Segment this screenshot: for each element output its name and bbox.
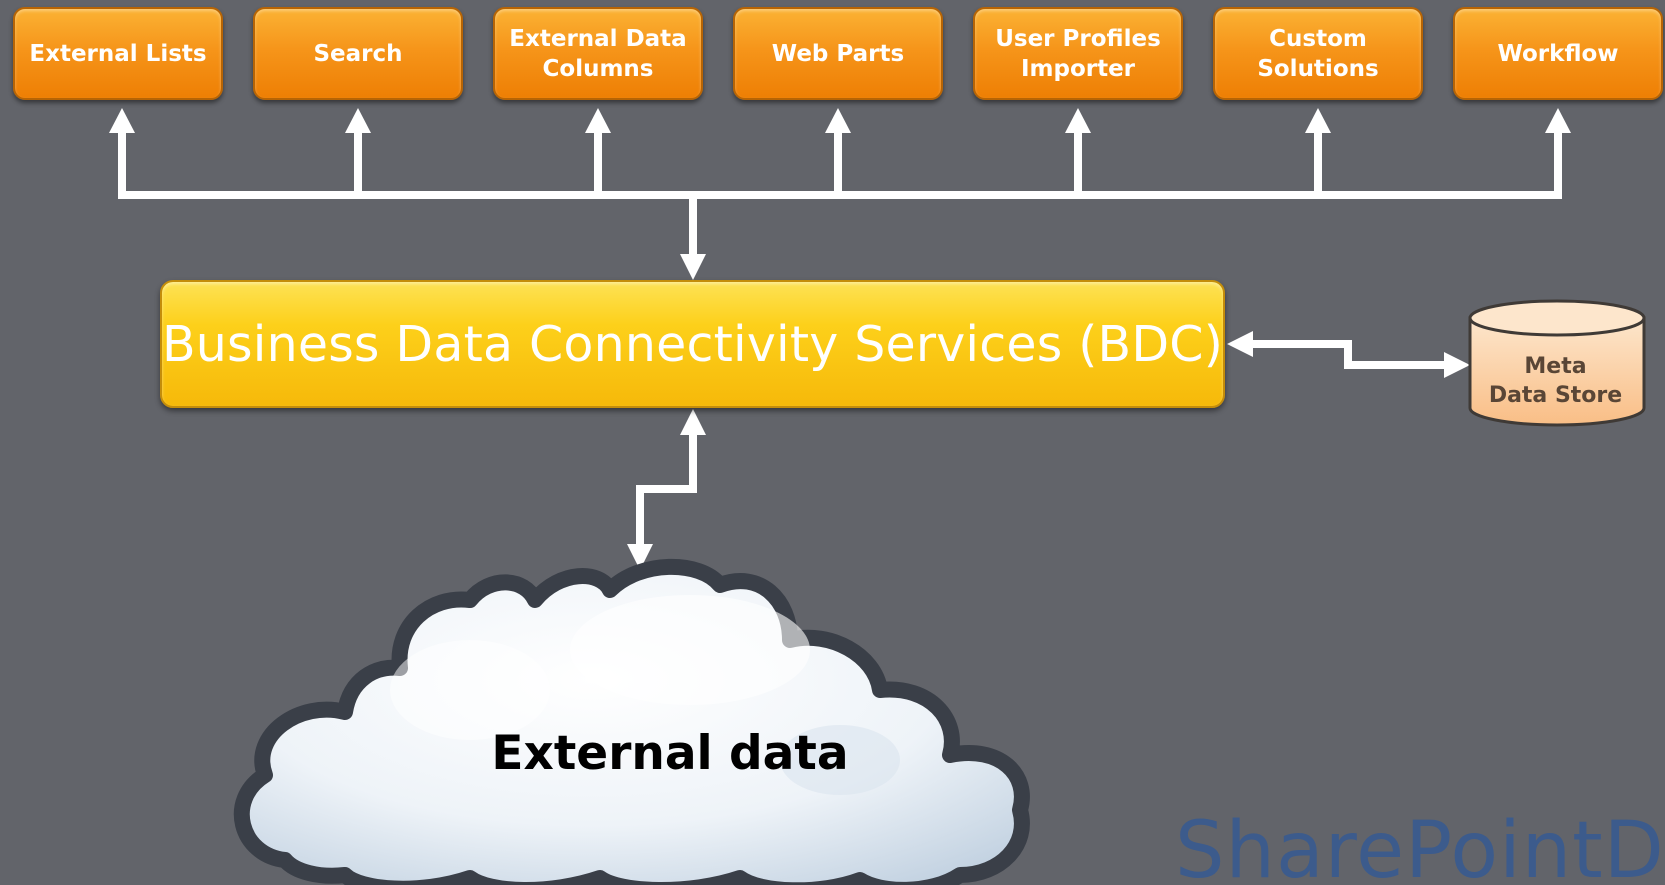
consumer-external-data-columns[interactable]: External Data Columns	[493, 7, 703, 100]
bdc-store-connector	[1250, 340, 1446, 369]
bdc-service-box: Business Data Connectivity Services (BDC…	[160, 280, 1225, 408]
consumer-workflow[interactable]: Workflow	[1453, 7, 1663, 100]
arrowhead-bus-to-bdc	[680, 254, 706, 280]
arrowhead-to-bdc	[1227, 331, 1253, 357]
arrowhead-external-data-columns	[585, 108, 611, 133]
external-data-label: External data	[491, 726, 849, 781]
consumer-external-lists[interactable]: External Lists	[13, 7, 223, 100]
metadata-store-cylinder	[1468, 299, 1646, 427]
consumer-search[interactable]: Search	[253, 7, 463, 100]
bdc-label: Business Data Connectivity Services (BDC…	[161, 315, 1224, 373]
arrowhead-custom-solutions	[1305, 108, 1331, 133]
arrowhead-search	[345, 108, 371, 133]
sharepoint-logo: SharePointD	[1175, 812, 1665, 885]
metadata-store-label: Meta Data Store	[1488, 354, 1623, 408]
arrowhead-down-to-cloud	[627, 544, 653, 570]
consumer-custom-solutions[interactable]: Custom Solutions	[1213, 7, 1423, 100]
external-data-cloud	[233, 558, 1030, 885]
arrowhead-external-lists	[109, 108, 135, 133]
arrowhead-workflow	[1545, 108, 1571, 133]
arrowhead-user-profiles-importer	[1065, 108, 1091, 133]
logo-text: SharePointD	[1175, 806, 1665, 885]
consumer-web-parts[interactable]: Web Parts	[733, 7, 943, 100]
consumer-user-profiles-importer[interactable]: User Profiles Importer	[973, 7, 1183, 100]
arrowhead-web-parts	[825, 108, 851, 133]
arrowhead-up-to-bdc	[680, 409, 706, 435]
bdc-cloud-connector	[636, 432, 697, 545]
arrowhead-to-store	[1444, 352, 1470, 378]
